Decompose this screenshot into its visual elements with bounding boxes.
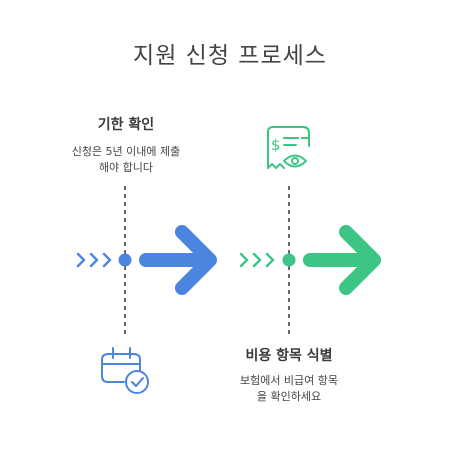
step-2-description-line-1: 보험에서 비급여 항목 xyxy=(239,374,339,387)
step-1-heading: 기한 확인 xyxy=(97,117,155,133)
calendar-check-icon xyxy=(101,347,149,394)
diagram-title: 지원 신청 프로세스 xyxy=(133,43,327,69)
step-2-group: $ xyxy=(239,126,381,334)
step-1-chevrons-icon xyxy=(76,252,112,268)
step-2-arrow-icon xyxy=(303,225,381,295)
step-1-description: 신청은 5년 이내에 제출 해야 합니다 xyxy=(46,144,206,176)
step-1-description-line-1: 신청은 5년 이내에 제출 xyxy=(71,145,181,158)
step-1-group xyxy=(76,186,217,394)
step-2-chevrons-icon xyxy=(239,252,275,268)
svg-text:$: $ xyxy=(271,136,281,154)
step-2-heading: 비용 항목 식별 xyxy=(245,348,333,364)
step-1-arrow-icon xyxy=(139,225,217,295)
step-1-node xyxy=(118,253,132,267)
step-2-node xyxy=(282,253,296,267)
receipt-eye-icon: $ xyxy=(267,126,310,169)
step-2-description-line-2: 을 확인하세요 xyxy=(256,390,322,403)
step-2-description: 보험에서 비급여 항목 을 확인하세요 xyxy=(204,373,374,405)
step-1-description-line-2: 해야 합니다 xyxy=(98,161,154,174)
